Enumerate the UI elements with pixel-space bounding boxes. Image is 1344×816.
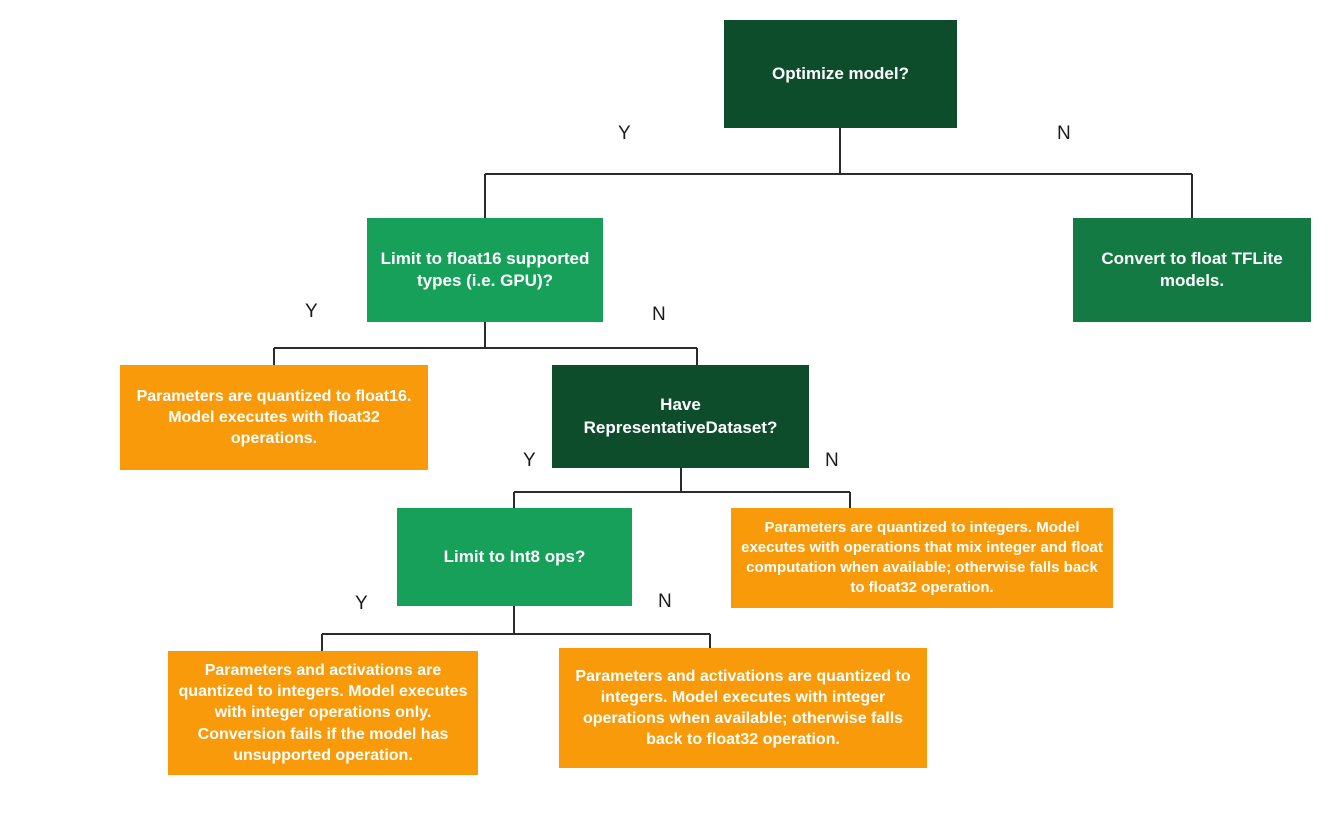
node-label: Limit to float16 supported types (i.e. G… <box>380 248 590 290</box>
node-label: Parameters are quantized to integers. Mo… <box>741 519 1103 596</box>
branch-label-int8-yes: Y <box>355 593 368 614</box>
node-dynamic-range-result[interactable]: Parameters are quantized to integers. Mo… <box>731 508 1113 608</box>
node-float16-result[interactable]: Parameters are quantized to float16. Mod… <box>120 365 428 470</box>
node-label: Parameters and activations are quantized… <box>575 667 911 749</box>
branch-label-optimize-yes: Y <box>618 123 631 144</box>
branch-label-int8-no: N <box>658 591 672 612</box>
node-label: Parameters are quantized to float16. Mod… <box>136 387 412 448</box>
branch-label-repdataset-yes: Y <box>523 450 536 471</box>
node-label: Have RepresentativeDataset? <box>583 395 778 437</box>
node-convert-to-float-tflite[interactable]: Convert to float TFLite models. <box>1073 218 1311 322</box>
node-limit-float16-types[interactable]: Limit to float16 supported types (i.e. G… <box>367 218 603 322</box>
node-label: Limit to Int8 ops? <box>443 546 586 566</box>
node-limit-int8-ops[interactable]: Limit to Int8 ops? <box>397 508 632 606</box>
branch-label-float16-no: N <box>652 304 666 325</box>
branch-label-repdataset-no: N <box>825 450 839 471</box>
node-optimize-model[interactable]: Optimize model? <box>724 20 957 128</box>
branch-label-optimize-no: N <box>1057 123 1071 144</box>
node-label: Optimize model? <box>772 63 909 83</box>
branch-label-float16-yes: Y <box>305 301 318 322</box>
node-full-integer-only-result[interactable]: Parameters and activations are quantized… <box>168 651 478 775</box>
node-have-representative-dataset[interactable]: Have RepresentativeDataset? <box>552 365 809 468</box>
node-integer-with-float-fallback-result[interactable]: Parameters and activations are quantized… <box>559 648 927 768</box>
node-label: Convert to float TFLite models. <box>1101 248 1283 290</box>
node-label: Parameters and activations are quantized… <box>178 662 468 764</box>
